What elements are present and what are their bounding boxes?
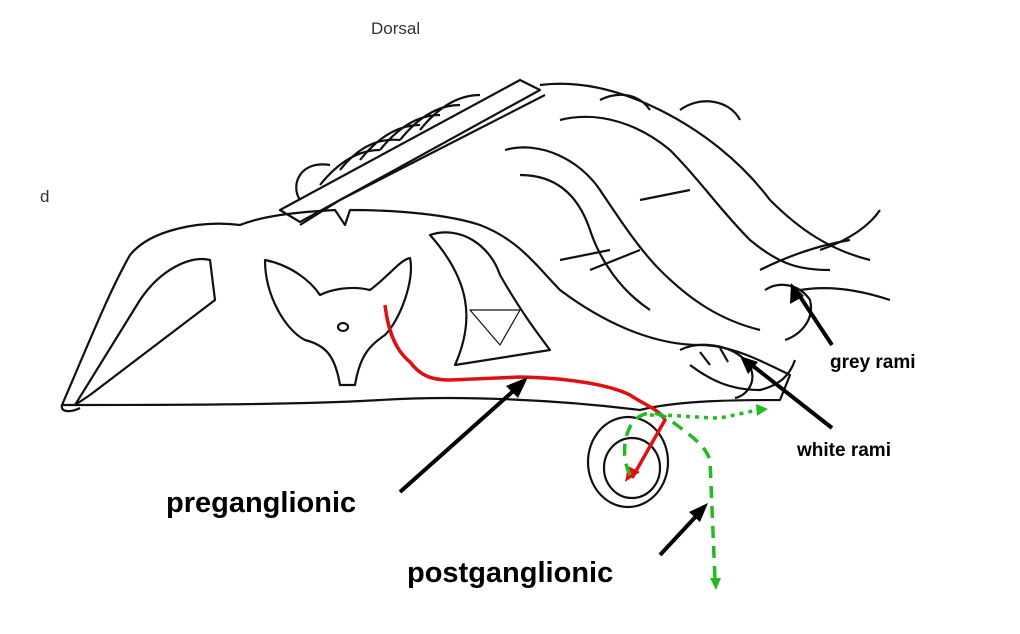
postganglionic-arrowhead-down bbox=[710, 578, 721, 590]
dorsal-label: Dorsal bbox=[371, 19, 421, 38]
postganglionic-arrowhead-right bbox=[756, 404, 768, 416]
grey-rami-label: grey rami bbox=[830, 352, 916, 373]
preganglionic-fiber bbox=[383, 304, 667, 479]
sympathetic-ganglion bbox=[586, 415, 670, 509]
panel-label: d bbox=[40, 187, 50, 206]
pointer-arrows bbox=[398, 283, 834, 557]
spinal-cord-outline bbox=[60, 78, 891, 509]
postganglionic-fibers bbox=[622, 408, 759, 581]
postganglionic-label: postganglionic bbox=[407, 557, 614, 589]
white-rami-label: white rami bbox=[797, 440, 891, 461]
preganglionic-label: preganglionic bbox=[166, 487, 357, 519]
